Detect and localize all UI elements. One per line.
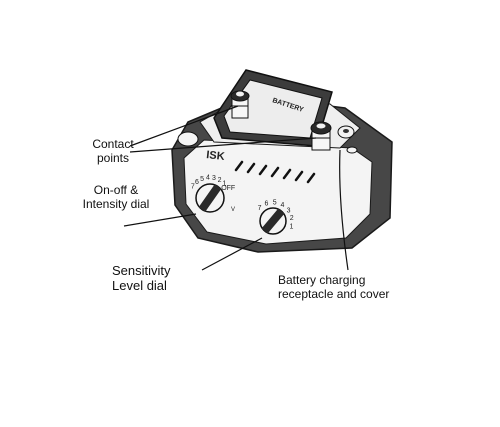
battery-label-line1: Battery charging (278, 273, 366, 287)
logo-mark: ISK (206, 149, 226, 163)
contact-line-2 (129, 137, 317, 153)
sensitivity-level-dial (259, 207, 287, 235)
dial-number: 2 (290, 215, 294, 222)
dial-number: 1 (289, 223, 293, 230)
battery-line (339, 149, 349, 271)
on-off-label-line2: Intensity dial (82, 196, 150, 211)
indicator-hole (177, 131, 199, 147)
dial-mark: V (231, 207, 235, 213)
on-off-intensity-label: On-off & Intensity dial (68, 183, 164, 212)
on-off-label-line1: On-off & (93, 183, 139, 197)
dial-number: 7 (258, 205, 262, 212)
dial-number: 3 (212, 175, 216, 182)
contact-points-label-line1: Contact (92, 137, 134, 151)
dial-number: 5 (273, 200, 277, 207)
battery-charging-label: Battery charging receptacle and cover (278, 273, 438, 302)
contact-line-1 (129, 105, 239, 147)
dial-number: 4 (206, 175, 210, 182)
contact-post-left (230, 90, 250, 119)
sensitivity-label-line1: Sensitivity (112, 263, 171, 278)
dial-number: 2 (218, 177, 222, 184)
dial-number: 5 (200, 176, 204, 183)
dial-number: 6 (195, 179, 199, 186)
sensitivity-label-line2: Level dial (112, 277, 167, 293)
dial-number: 3 (287, 208, 291, 215)
dial-number: 4 (281, 202, 285, 209)
dial-number: 6 (265, 201, 269, 208)
dial-number: OFF (221, 185, 235, 192)
dial-number: 1 (223, 180, 227, 187)
contact-points-label: Contact points (78, 137, 148, 166)
vent-slots (234, 160, 316, 184)
battery-label-line2: receptacle and cover (278, 286, 390, 301)
screw-hole (346, 146, 358, 154)
dial-number: 7 (191, 184, 195, 191)
contact-post-right (310, 121, 332, 151)
sensitivity-level-label: Sensitivity Level dial (112, 263, 222, 294)
on-off-line (123, 213, 197, 227)
callout-lines (123, 105, 349, 271)
contact-points-label-line2: points (96, 150, 130, 165)
charging-port-cap (337, 125, 355, 139)
sensitivity-line (201, 237, 263, 271)
on-off-intensity-dial (195, 183, 225, 213)
